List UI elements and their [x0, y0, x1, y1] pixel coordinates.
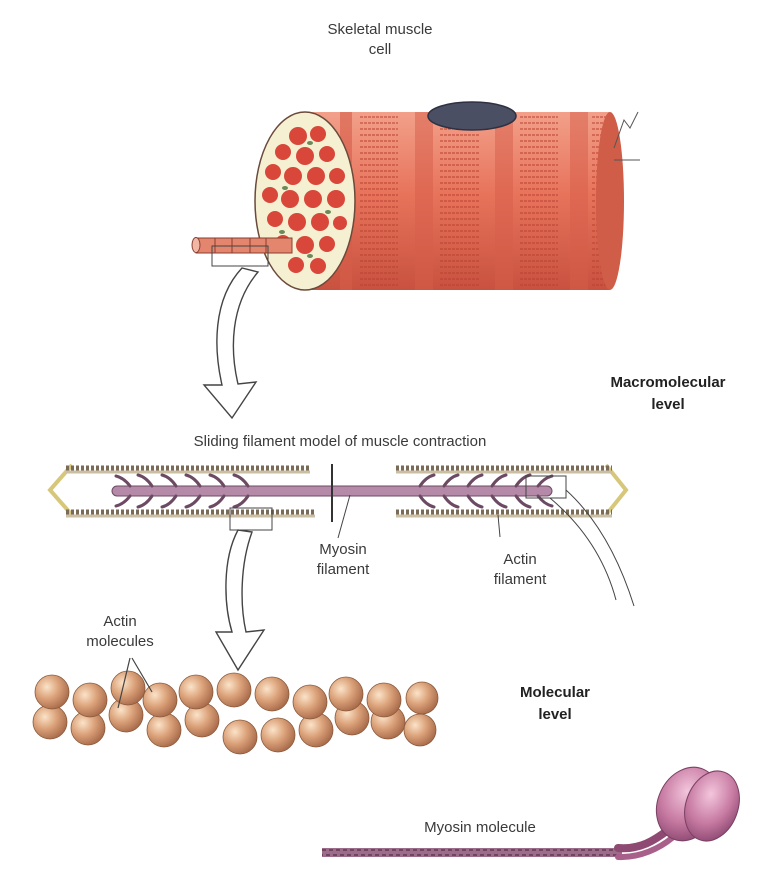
- zoom-arrow-2: [216, 530, 264, 670]
- myosin-molecule: [322, 757, 749, 857]
- actin-bead-chain: [33, 671, 438, 754]
- label-myosin-molecule: Myosin molecule: [380, 818, 580, 838]
- nucleus: [428, 102, 516, 130]
- label-molecular-level: Molecular level: [490, 682, 620, 726]
- label-actin-filament: Actin filament: [470, 550, 570, 590]
- label-actin-molecules: Actin molecules: [60, 612, 180, 652]
- muscle-cell: [192, 102, 640, 290]
- label-sliding-filament-model: Sliding filament model of muscle contrac…: [80, 432, 600, 452]
- label-skeletal-muscle-cell: Skeletal muscle cell: [290, 20, 470, 60]
- label-macromolecular-level: Macromolecular level: [578, 372, 758, 416]
- label-myosin-filament: Myosin filament: [298, 540, 388, 580]
- zoom-arrow-1: [204, 268, 258, 418]
